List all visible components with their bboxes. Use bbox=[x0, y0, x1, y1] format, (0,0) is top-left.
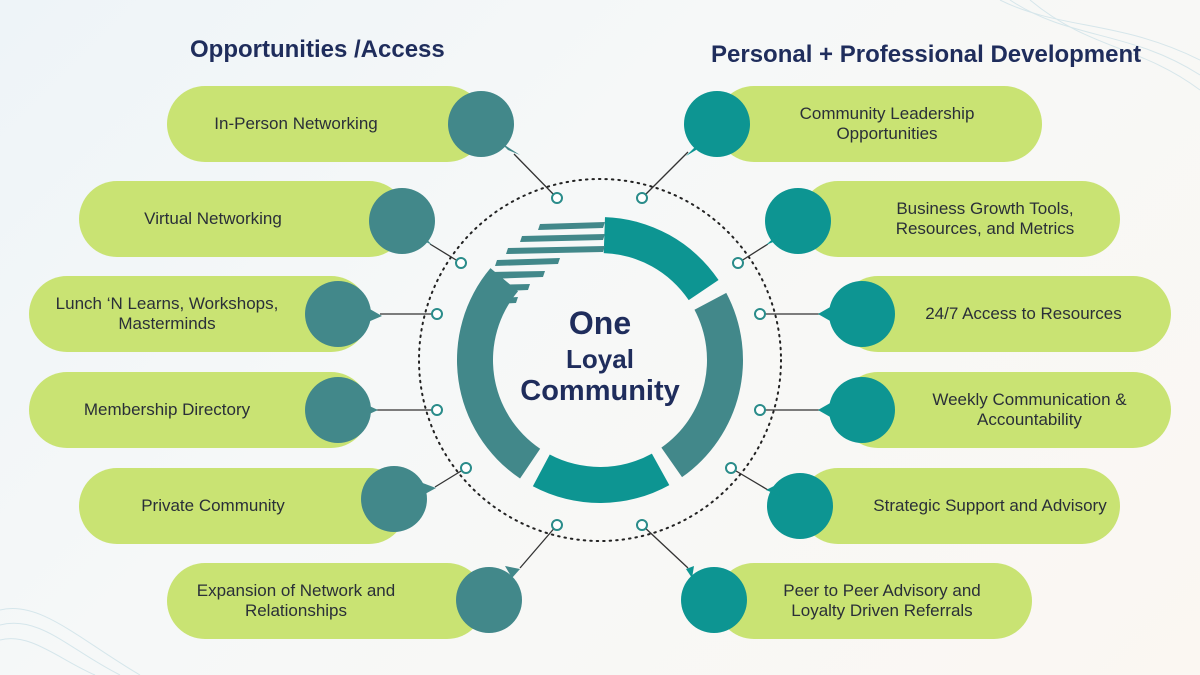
bubble-left-4 bbox=[305, 377, 371, 443]
connector-line-left-5 bbox=[434, 467, 467, 488]
pill-business-growth-tools: Business Growth Tools, Resources, and Me… bbox=[800, 181, 1120, 257]
bubble-right-1 bbox=[684, 91, 750, 157]
connector-node-left-5 bbox=[460, 462, 472, 474]
pill-strategic-support: Strategic Support and Advisory bbox=[800, 468, 1120, 544]
pill-label: Business Growth Tools, Resources, and Me… bbox=[895, 199, 1075, 238]
bubble-right-4 bbox=[829, 377, 895, 443]
connector-node-right-2 bbox=[732, 257, 744, 269]
connector-node-left-6 bbox=[551, 519, 563, 531]
center-title-line-3: Community bbox=[520, 375, 680, 407]
connector-line-left-1 bbox=[513, 153, 558, 199]
pill-label: Community Leadership Opportunities bbox=[799, 104, 975, 143]
pill-label: Peer to Peer Advisory and Loyalty Driven… bbox=[783, 581, 981, 620]
pill-label: Virtual Networking bbox=[144, 209, 282, 228]
connector-node-left-3 bbox=[431, 308, 443, 320]
connector-node-right-1 bbox=[636, 192, 648, 204]
pill-label: Private Community bbox=[141, 496, 285, 515]
bubble-left-2 bbox=[369, 188, 435, 254]
connector-node-left-2 bbox=[455, 257, 467, 269]
bubble-left-3 bbox=[305, 281, 371, 347]
donut-segment-left bbox=[457, 268, 541, 479]
connector-line-left-2 bbox=[429, 243, 462, 264]
bubble-left-1 bbox=[448, 91, 514, 157]
connector-node-right-6 bbox=[636, 519, 648, 531]
pill-label: 24/7 Access to Resources bbox=[925, 304, 1122, 323]
connector-line-right-6 bbox=[641, 524, 689, 569]
bubble-right-3 bbox=[829, 281, 895, 347]
connector-line-right-1 bbox=[641, 151, 689, 199]
connector-line-right-5 bbox=[730, 467, 769, 491]
connector-node-right-3 bbox=[754, 308, 766, 320]
pill-virtual-networking: Virtual Networking bbox=[79, 181, 407, 257]
pill-label: Expansion of Network and Relationships bbox=[196, 581, 396, 620]
pill-private-community: Private Community bbox=[79, 468, 407, 544]
donut-segment-right bbox=[661, 292, 744, 478]
pill-label: In-Person Networking bbox=[214, 114, 378, 133]
connector-node-left-1 bbox=[551, 192, 563, 204]
donut-segment-top-right bbox=[603, 217, 719, 301]
bubble-right-2 bbox=[765, 188, 831, 254]
center-title-line-1: One bbox=[568, 305, 632, 341]
dotted-ring bbox=[418, 178, 782, 542]
pill-community-leadership: Community Leadership Opportunities bbox=[716, 86, 1042, 162]
pill-24-7-access: 24/7 Access to Resources bbox=[840, 276, 1171, 352]
pill-label: Membership Directory bbox=[83, 400, 251, 419]
bubble-left-5 bbox=[361, 466, 427, 532]
pill-in-person-networking: In-Person Networking bbox=[167, 86, 485, 162]
connector-line-left-6 bbox=[519, 524, 558, 569]
pill-label: Lunch ‘N Learns, Workshops, Masterminds bbox=[55, 294, 279, 333]
center-title-line-2: Loyal bbox=[566, 344, 634, 374]
connector-node-right-4 bbox=[754, 404, 766, 416]
pill-expansion-of-network: Expansion of Network and Relationships bbox=[167, 563, 485, 639]
heading-personal-professional-development: Personal + Professional Development bbox=[711, 41, 1142, 68]
donut-segment-bottom bbox=[532, 453, 670, 503]
heading-opportunities-access: Opportunities /Access bbox=[190, 36, 445, 63]
bubble-right-5 bbox=[767, 473, 833, 539]
pill-label: Strategic Support and Advisory bbox=[873, 496, 1107, 515]
bubble-left-6 bbox=[456, 567, 522, 633]
pill-peer-to-peer: Peer to Peer Advisory and Loyalty Driven… bbox=[716, 563, 1032, 639]
connector-node-left-4 bbox=[431, 404, 443, 416]
pill-weekly-communication: Weekly Communication & Accountability bbox=[840, 372, 1171, 448]
bubble-right-6 bbox=[681, 567, 747, 633]
connector-node-right-5 bbox=[725, 462, 737, 474]
pill-label: Weekly Communication & Accountability bbox=[932, 390, 1127, 429]
donut-segment-striped bbox=[483, 222, 605, 304]
